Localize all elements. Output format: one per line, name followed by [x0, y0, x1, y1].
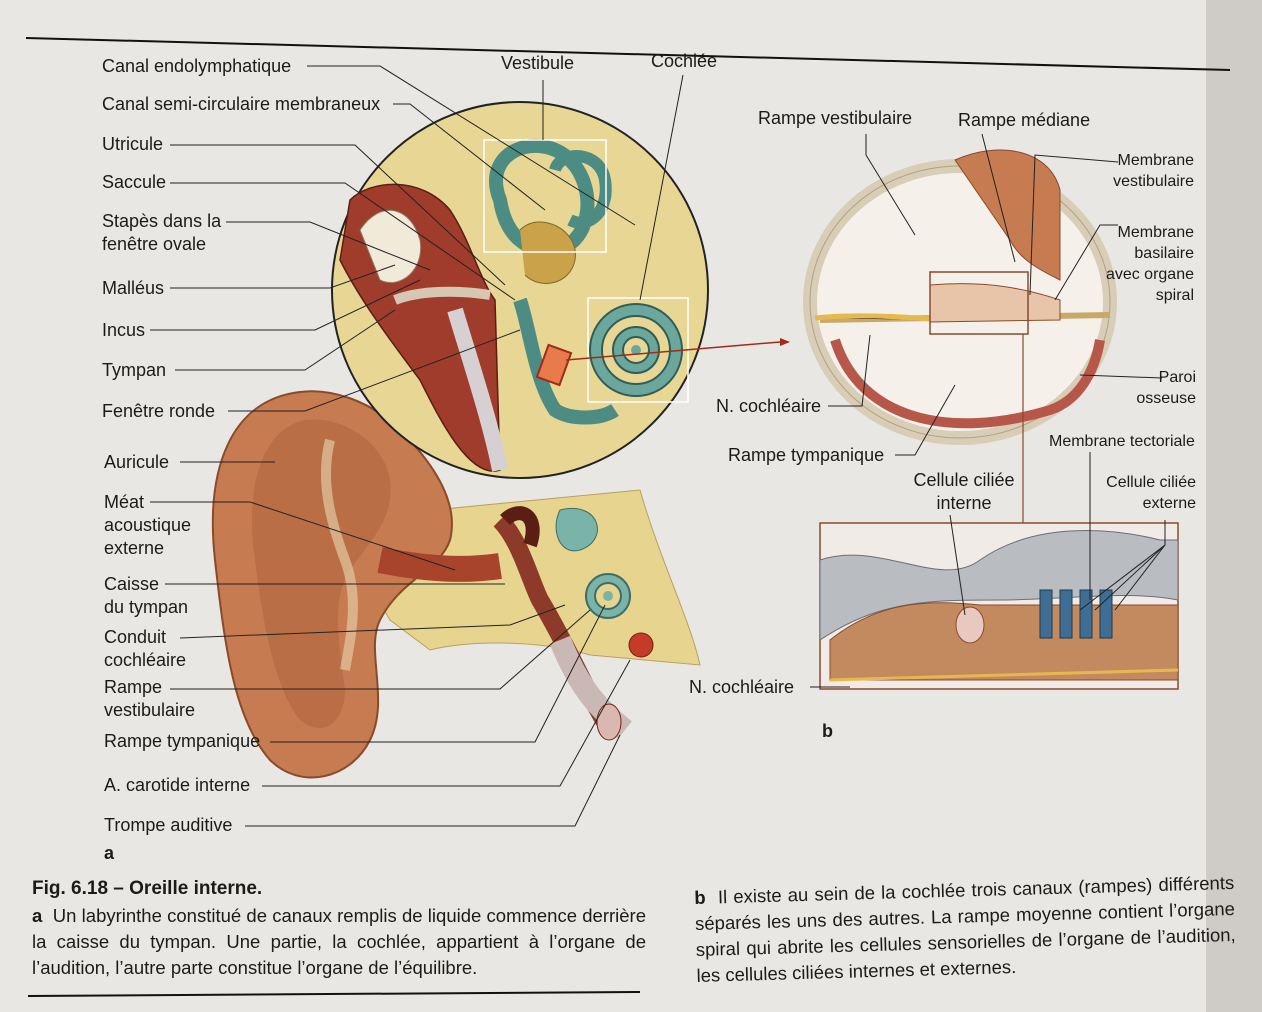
caption-a-text: Un labyrinthe constitué de canaux rempli… [32, 905, 646, 978]
magnified-inner-ear [332, 102, 790, 478]
label-tympan: Tympan [102, 359, 166, 382]
label-rampe-mediane: Rampe médiane [958, 109, 1090, 132]
label-vestibule: Vestibule [501, 52, 574, 75]
label-canal-semi-circulaire: Canal semi-circulaire membraneux [102, 93, 380, 116]
label-rampe-tympanique-b: Rampe tympanique [728, 444, 884, 467]
label-carotide: A. carotide interne [104, 774, 250, 797]
caption-b: b Il existe au sein de la cochlée trois … [694, 870, 1237, 989]
bottom-rule [28, 992, 640, 996]
label-trompe: Trompe auditive [104, 814, 232, 837]
label-fenetre-ronde: Fenêtre ronde [102, 400, 215, 423]
caption-a: a Un labyrinthe constitué de canaux remp… [32, 903, 646, 981]
label-paroi-osseuse: Paroi osseuse [1120, 367, 1196, 409]
label-rampe-vestibulaire-a: Rampe vestibulaire [104, 676, 195, 722]
figure-caption-title: Fig. 6.18 – Oreille interne. [32, 878, 262, 900]
cochlea-cross-section [810, 150, 1110, 438]
caption-b-text: Il existe au sein de la cochlée trois ca… [695, 872, 1236, 986]
caption-a-marker: a [32, 905, 42, 926]
panel-letter-b: b [822, 721, 833, 742]
label-canal-endolymphatique: Canal endolymphatique [102, 55, 291, 78]
label-rampe-tympanique-a: Rampe tympanique [104, 730, 260, 753]
label-caisse: Caisse du tympan [104, 573, 188, 619]
label-incus: Incus [102, 319, 145, 342]
label-rampe-vestibulaire-b: Rampe vestibulaire [758, 107, 912, 130]
label-meat: Méat acoustique externe [104, 491, 191, 560]
label-n-cochleaire-1: N. cochléaire [716, 395, 821, 418]
label-membrane-vestibulaire: Membrane vestibulaire [1100, 150, 1194, 192]
label-stapes: Stapès dans la fenêtre ovale [102, 210, 221, 256]
caption-b-marker: b [694, 887, 706, 908]
panel-letter-a: a [104, 843, 114, 864]
label-utricule: Utricule [102, 133, 163, 156]
label-cellule-interne: Cellule ciliée interne [904, 469, 1024, 515]
label-membrane-tectoriale: Membrane tectoriale [1049, 431, 1195, 452]
label-n-cochleaire-2: N. cochléaire [689, 676, 794, 699]
label-malleus: Malléus [102, 277, 164, 300]
label-cellule-externe: Cellule ciliée externe [1090, 472, 1196, 514]
label-auricule: Auricule [104, 451, 169, 474]
label-conduit: Conduit cochléaire [104, 626, 186, 672]
label-saccule: Saccule [102, 171, 166, 194]
label-cochlee: Cochlée [651, 50, 717, 73]
label-membrane-basilaire: Membrane basilaire avec organe spiral [1094, 222, 1194, 306]
